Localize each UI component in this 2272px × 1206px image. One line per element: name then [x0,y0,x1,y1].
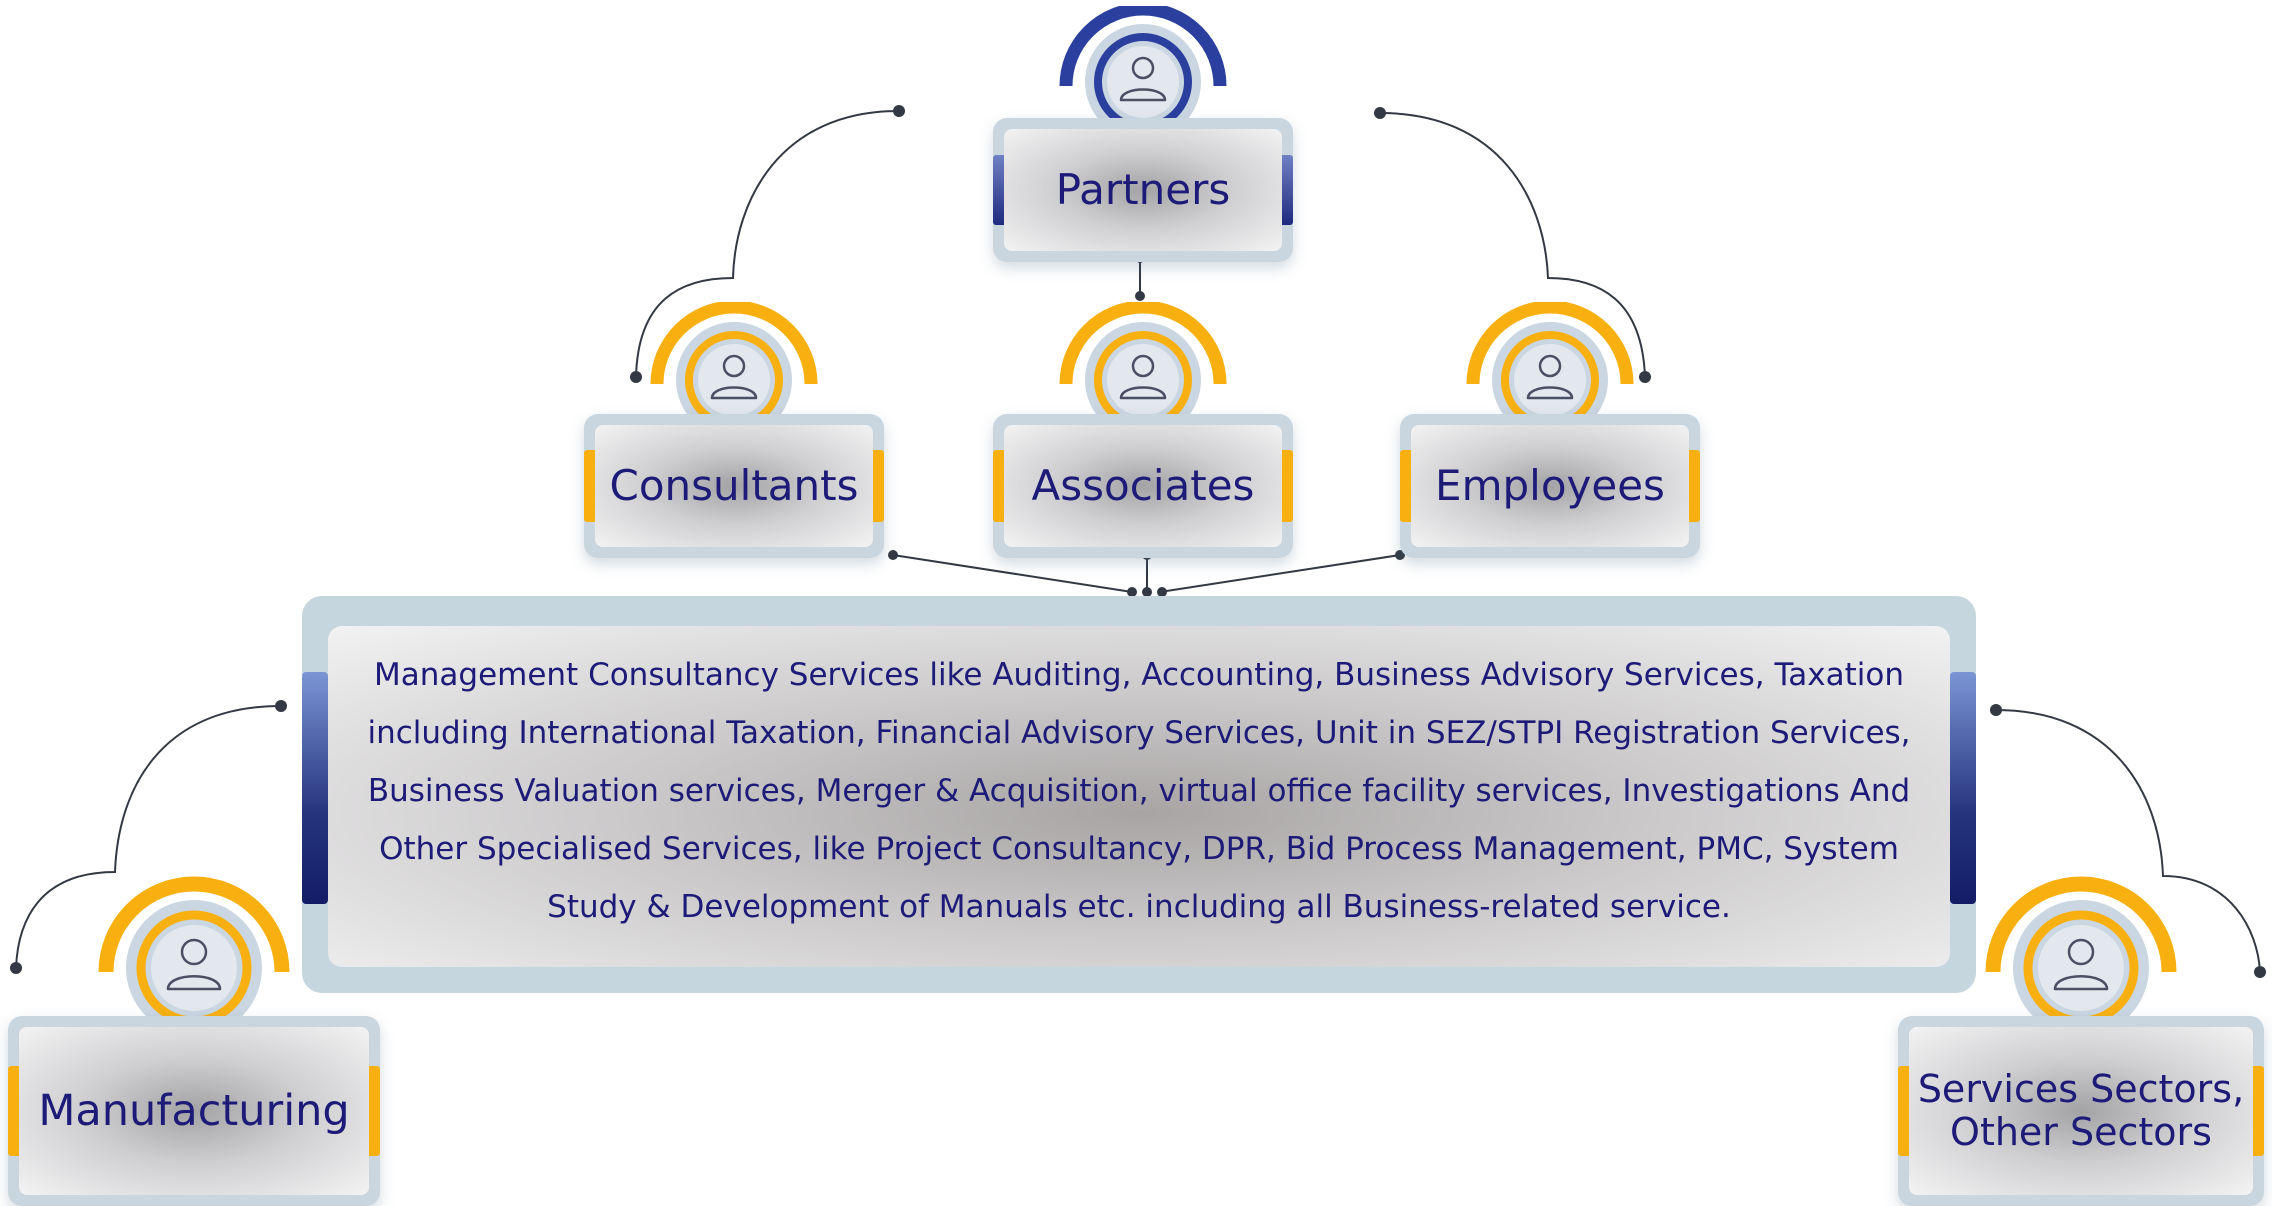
manufacturing-label: Manufacturing [38,1085,350,1136]
user-icon [1059,302,1227,432]
user-icon [650,302,818,432]
node-associates: Associates [993,302,1293,558]
associates-label: Associates [1031,461,1255,511]
card-tab [993,155,1007,225]
box-side-tab [302,672,328,904]
user-icon [1466,302,1634,432]
card-tab [993,450,1007,522]
node-employees: Employees [1400,302,1700,558]
box-side-tab [1950,672,1976,904]
card-tab [366,1066,380,1156]
user-icon [1985,876,2177,1032]
services-sectors-label: Services Sectors, Other Sectors [1917,1067,2245,1154]
card-tab [1400,450,1414,522]
manufacturing-card: Manufacturing [8,1016,380,1206]
services-description: Management Consultancy Services like Aud… [367,656,1911,925]
node-services-sectors: Services Sectors, Other Sectors [1898,872,2264,1206]
employees-card: Employees [1400,414,1700,558]
node-partners: Partners [993,6,1293,262]
services-sectors-card: Services Sectors, Other Sectors [1898,1016,2264,1206]
node-manufacturing: Manufacturing [8,872,380,1206]
card-tab [8,1066,22,1156]
node-consultants: Consultants [584,302,884,558]
user-icon [1059,6,1227,136]
card-tab [1898,1066,1912,1156]
user-icon [98,876,290,1032]
employees-label: Employees [1435,461,1665,511]
card-tab [584,450,598,522]
partners-label: Partners [1055,165,1231,215]
card-tab [2250,1066,2264,1156]
services-description-box: Management Consultancy Services like Aud… [302,596,1976,993]
associates-card: Associates [993,414,1293,558]
partners-card: Partners [993,118,1293,262]
card-tab [1279,155,1293,225]
card-tab [870,450,884,522]
card-tab [1686,450,1700,522]
consultants-card: Consultants [584,414,884,558]
card-tab [1279,450,1293,522]
consultants-label: Consultants [609,461,859,511]
